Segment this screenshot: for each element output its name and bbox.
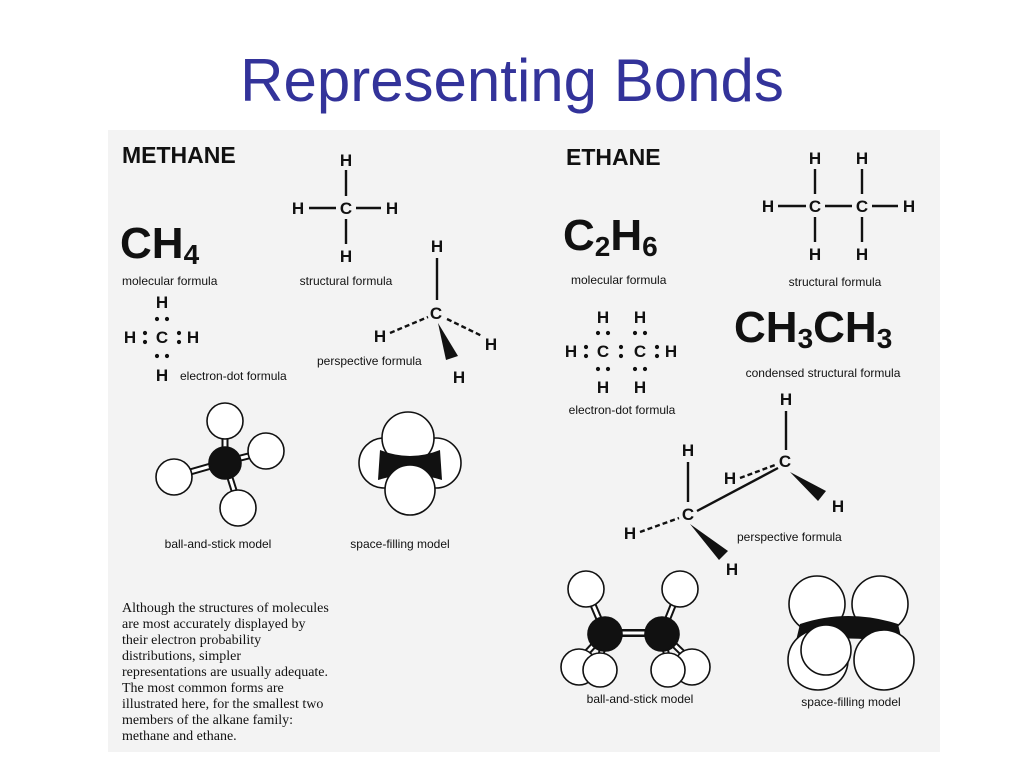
ethane-condensed-caption: condensed structural formula	[746, 366, 901, 380]
description-paragraph: Although the structures of molecules are…	[122, 601, 332, 744]
h-atom: H	[762, 197, 774, 216]
h-atom: H	[565, 342, 577, 361]
ethane-space-filling-model	[787, 575, 915, 691]
c-atom: C	[156, 328, 168, 347]
h-atom: H	[682, 441, 694, 460]
ethane-formula-h: H	[610, 211, 642, 260]
methane-molecular-caption: molecular formula	[122, 274, 218, 288]
c-atom: C	[597, 342, 609, 361]
methane-structural-caption: structural formula	[300, 274, 393, 288]
ethane-heading: ETHANE	[566, 144, 661, 170]
methane-space-filling-model	[358, 411, 462, 516]
h-atom: H	[856, 245, 868, 264]
methane-ball-and-stick-model	[155, 402, 285, 527]
h-atom: H	[340, 151, 352, 170]
methane-space-filling-caption: space-filling model	[350, 537, 449, 551]
h-atom: H	[809, 149, 821, 168]
h-atom: H	[780, 390, 792, 409]
h-atom: H	[156, 293, 168, 312]
ethane-condensed-formula: CH3CH3	[734, 303, 892, 354]
ethane-formula-c-subscript: 2	[595, 231, 611, 262]
methane-section: METHANE CH4 molecular formula H C H H H …	[120, 142, 497, 744]
h-atom: H	[431, 237, 443, 256]
ethane-molecular-caption: molecular formula	[571, 273, 667, 287]
h-atom: H	[597, 308, 609, 327]
h-atom: H	[724, 469, 736, 488]
methane-formula-main: CH	[120, 219, 184, 268]
h-atom: H	[453, 368, 465, 387]
methane-perspective-caption: perspective formula	[317, 354, 422, 368]
ethane-structural-caption: structural formula	[789, 275, 882, 289]
methane-ball-and-stick-caption: ball-and-stick model	[165, 537, 272, 551]
ethane-formula-c: C	[563, 211, 595, 260]
ethane-section: ETHANE C2H6 molecular formula H H H C C …	[560, 144, 915, 709]
ethane-structural-formula: H H H C C H H H	[762, 149, 915, 264]
h-atom: H	[156, 366, 168, 385]
methane-molecular-formula: CH4	[120, 219, 200, 270]
methane-perspective-formula: H C H H H	[374, 237, 497, 387]
ethane-perspective-formula: H C H H H C H H	[624, 390, 844, 579]
c-atom: C	[856, 197, 868, 216]
c-atom: C	[340, 199, 352, 218]
ethane-electron-dot-formula: H H H C C H H H	[565, 308, 677, 397]
h-atom: H	[597, 378, 609, 397]
ethane-ball-and-stick-caption: ball-and-stick model	[587, 692, 694, 706]
methane-structural-formula: H C H H H	[292, 151, 398, 266]
h-atom: H	[374, 327, 386, 346]
methane-formula-subscript: 4	[184, 239, 200, 270]
h-atom: H	[726, 560, 738, 579]
h-atom: H	[832, 497, 844, 516]
h-atom: H	[386, 199, 398, 218]
slide-title: Representing Bonds	[240, 47, 784, 114]
ethane-molecular-formula: C2H6	[563, 211, 658, 262]
h-atom: H	[856, 149, 868, 168]
ethane-formula-h-subscript: 6	[642, 231, 658, 262]
h-atom: H	[124, 328, 136, 347]
h-atom: H	[809, 245, 821, 264]
h-atom: H	[624, 524, 636, 543]
ethane-perspective-caption: perspective formula	[737, 530, 842, 544]
h-atom: H	[665, 342, 677, 361]
c-atom: C	[682, 505, 694, 524]
methane-heading: METHANE	[122, 142, 236, 168]
h-atom: H	[634, 378, 646, 397]
ethane-ball-and-stick-model	[560, 570, 711, 688]
c-atom: C	[430, 304, 442, 323]
h-atom: H	[187, 328, 199, 347]
h-atom: H	[485, 335, 497, 354]
ethane-electron-dot-caption: electron-dot formula	[569, 403, 676, 417]
c-atom: C	[634, 342, 646, 361]
c-atom: C	[779, 452, 791, 471]
h-atom: H	[292, 199, 304, 218]
ethane-space-filling-caption: space-filling model	[801, 695, 900, 709]
methane-electron-dot-caption: electron-dot formula	[180, 369, 287, 383]
h-atom: H	[903, 197, 915, 216]
methane-electron-dot-formula: H H C H H	[124, 293, 199, 385]
c-atom: C	[809, 197, 821, 216]
h-atom: H	[340, 247, 352, 266]
h-atom: H	[634, 308, 646, 327]
